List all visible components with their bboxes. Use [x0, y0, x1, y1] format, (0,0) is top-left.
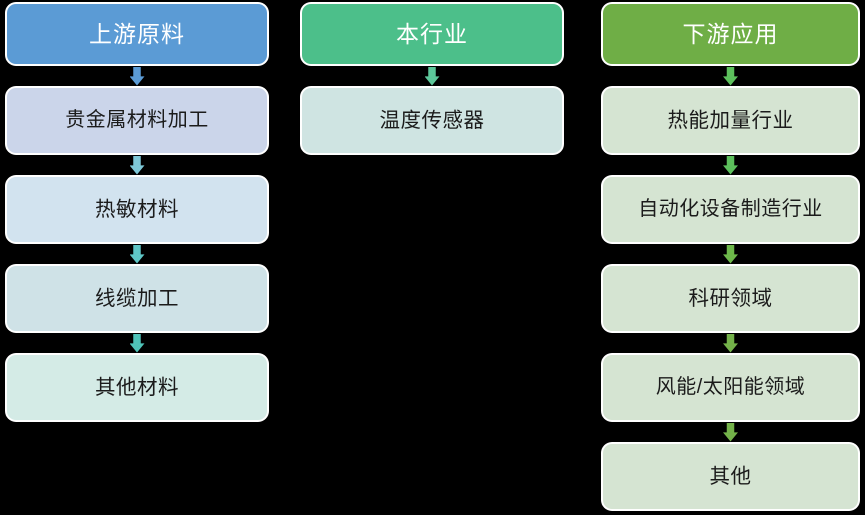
- arrow-down-icon: [129, 155, 145, 175]
- node-upstream-0[interactable]: 贵金属材料加工: [7, 88, 267, 153]
- node-downstream-3[interactable]: 风能/太阳能领域: [603, 355, 858, 420]
- node-upstream-3[interactable]: 其他材料: [7, 355, 267, 420]
- node-downstream-1[interactable]: 自动化设备制造行业: [603, 177, 858, 242]
- connector-downstream-0: [603, 64, 858, 88]
- node-upstream-2[interactable]: 线缆加工: [7, 266, 267, 331]
- connector-downstream-4: [603, 420, 858, 444]
- node-industry-0[interactable]: 温度传感器: [302, 88, 562, 153]
- arrow-down-icon: [723, 333, 738, 353]
- arrow-down-icon: [723, 422, 738, 442]
- arrow-down-icon: [723, 66, 738, 86]
- arrow-down-icon: [129, 333, 145, 353]
- arrow-down-icon: [129, 66, 145, 86]
- node-downstream-4[interactable]: 其他: [603, 444, 858, 509]
- connector-downstream-1: [603, 153, 858, 177]
- node-upstream-1[interactable]: 热敏材料: [7, 177, 267, 242]
- column-upstream: 上游原料贵金属材料加工热敏材料线缆加工其他材料: [0, 0, 290, 420]
- column-downstream: 下游应用热能加量行业自动化设备制造行业科研领域风能/太阳能领域其他: [585, 0, 865, 509]
- arrow-down-icon: [723, 155, 738, 175]
- node-downstream-2[interactable]: 科研领域: [603, 266, 858, 331]
- connector-upstream-1: [7, 153, 267, 177]
- arrow-down-icon: [723, 244, 738, 264]
- column-header-upstream[interactable]: 上游原料: [7, 4, 267, 64]
- connector-industry-0: [302, 64, 562, 88]
- connector-upstream-2: [7, 242, 267, 266]
- column-header-downstream[interactable]: 下游应用: [603, 4, 858, 64]
- connector-upstream-3: [7, 331, 267, 355]
- connector-downstream-2: [603, 242, 858, 266]
- node-downstream-0[interactable]: 热能加量行业: [603, 88, 858, 153]
- arrow-down-icon: [129, 244, 145, 264]
- column-industry: 本行业温度传感器: [290, 0, 585, 153]
- column-header-industry[interactable]: 本行业: [302, 4, 562, 64]
- connector-downstream-3: [603, 331, 858, 355]
- arrow-down-icon: [424, 66, 440, 86]
- connector-upstream-0: [7, 64, 267, 88]
